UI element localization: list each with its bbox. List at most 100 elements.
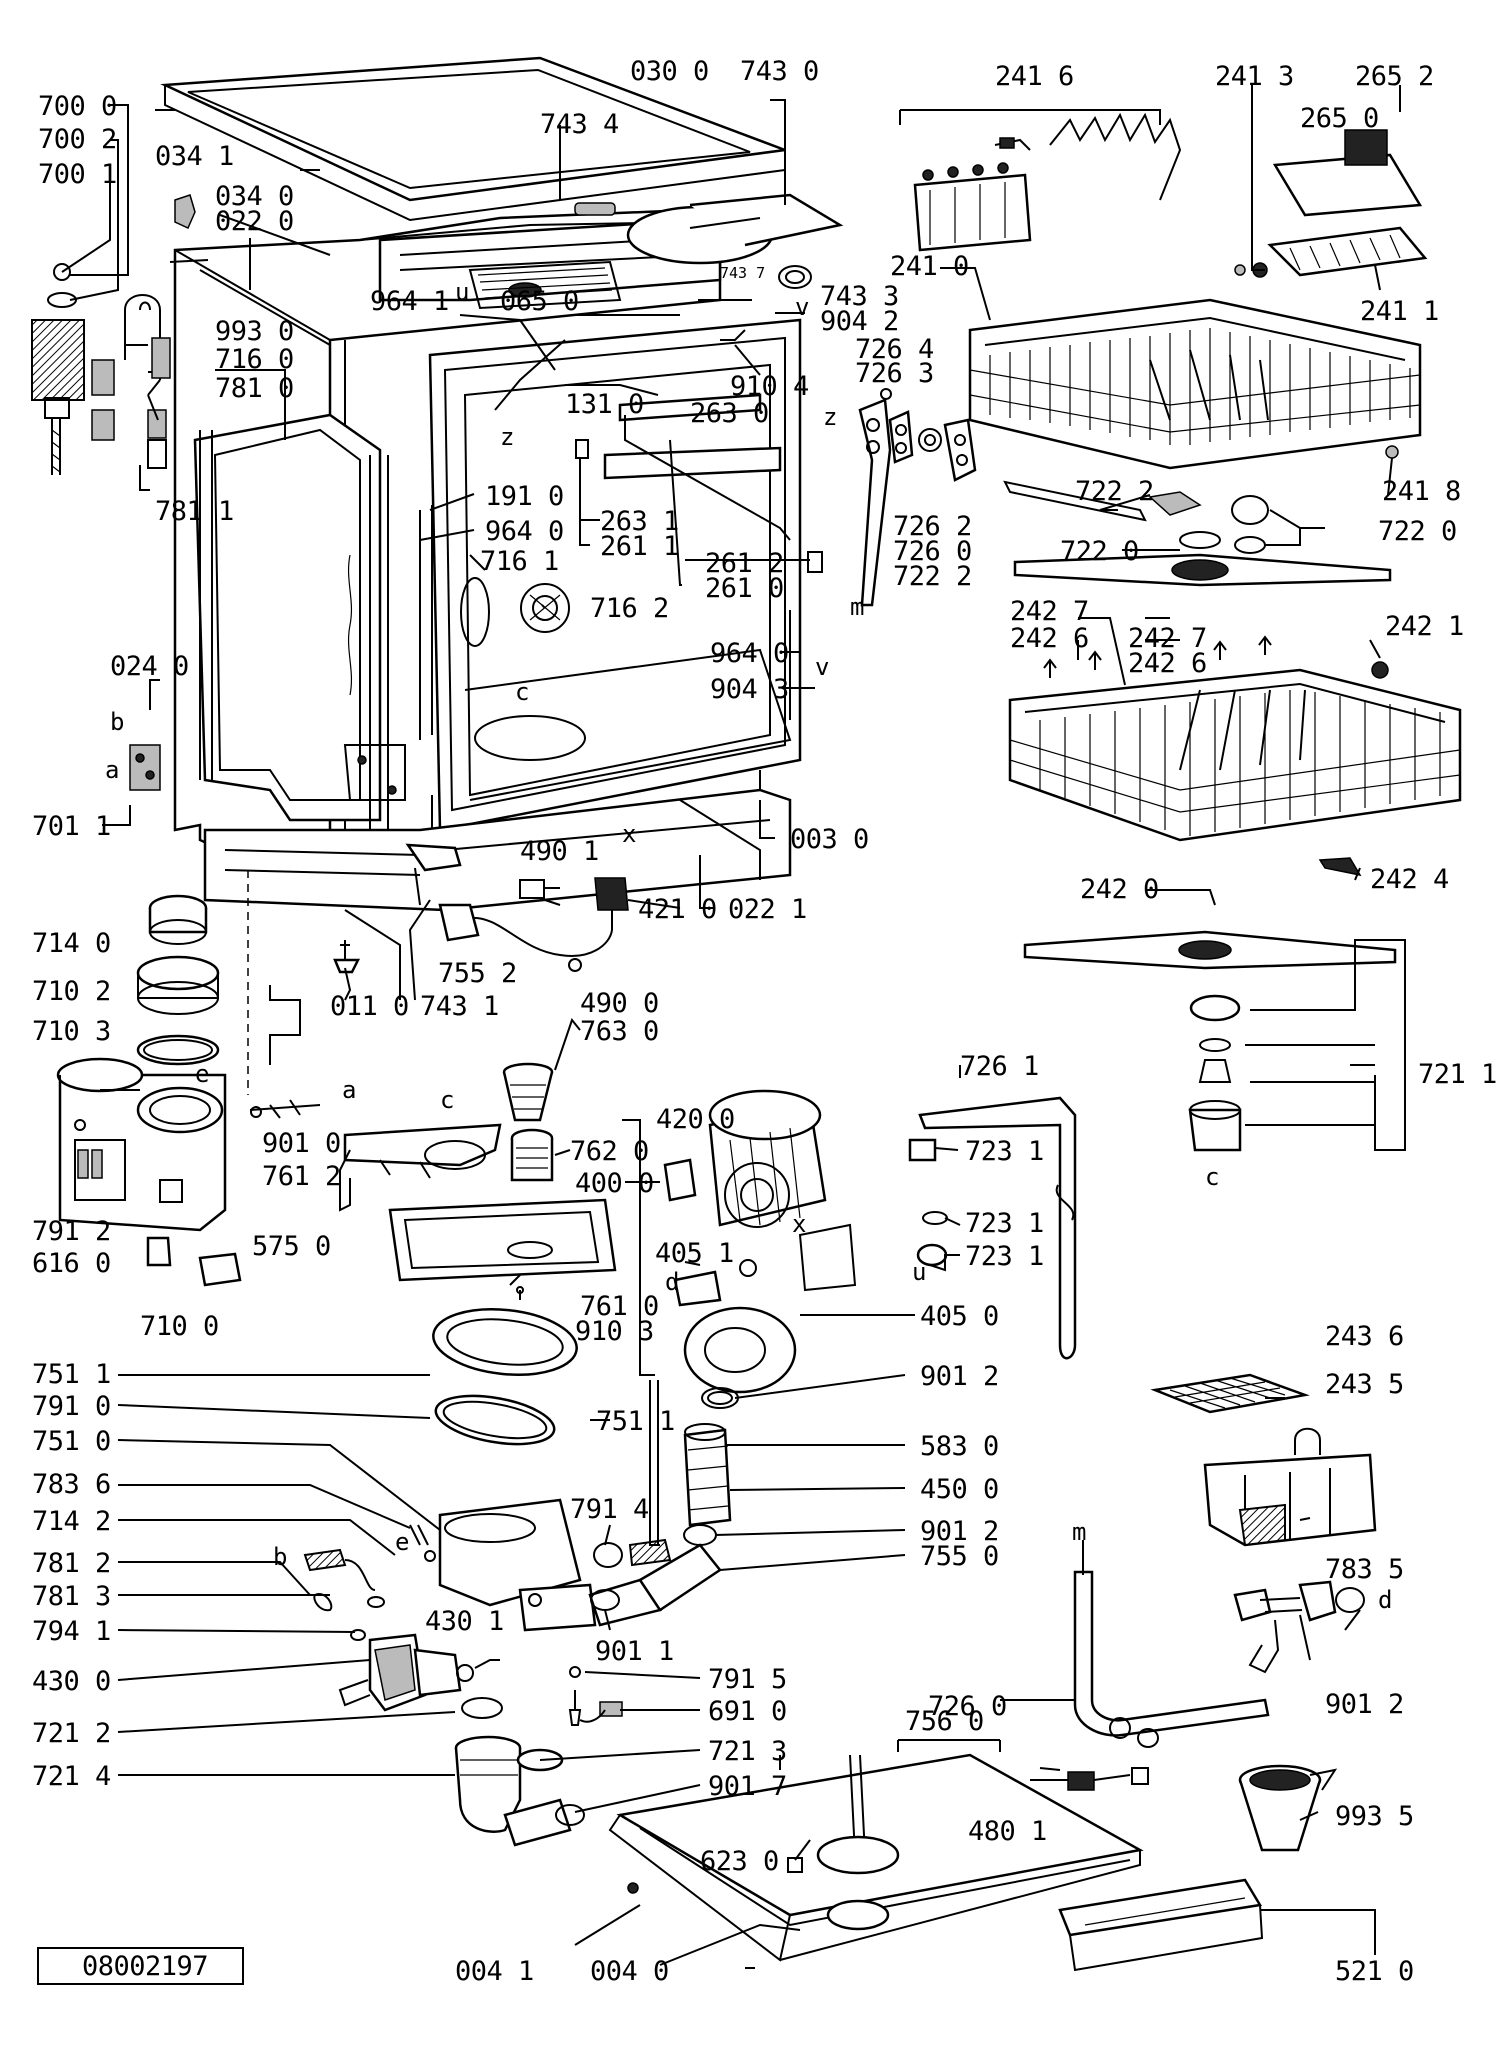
- callout-265-2: 265 2: [1355, 61, 1434, 92]
- marker-d: d: [665, 1268, 679, 1296]
- callout-691-0: 691 0: [708, 1696, 787, 1727]
- callout-901-2-c: 901 2: [1325, 1689, 1404, 1720]
- callout-243-6: 243 6: [1325, 1321, 1404, 1352]
- funnel-part: [1238, 1764, 1338, 1852]
- callout-243-5: 243 5: [1325, 1369, 1404, 1400]
- part-callout-labels: 030 0 743 0 743 4 034 1 034 0 022 0 700 …: [32, 56, 1497, 1987]
- hose-connector-part: [1233, 1580, 1365, 1674]
- callout-241-3: 241 3: [1215, 61, 1294, 92]
- callout-242-0: 242 0: [1080, 874, 1159, 905]
- callout-004-1: 004 1: [455, 1956, 534, 1987]
- callout-723-1-a: 723 1: [965, 1136, 1044, 1167]
- screw-part: [333, 940, 361, 974]
- callout-265-0: 265 0: [1300, 103, 1379, 134]
- callout-964-1: 964 1: [370, 286, 449, 317]
- marker-v: v: [815, 653, 829, 681]
- callout-710-3: 710 3: [32, 1016, 111, 1047]
- callout-261-1: 261 1: [600, 531, 679, 562]
- callout-022-0: 022 0: [215, 206, 294, 237]
- water-softener-part: [56, 894, 321, 1287]
- callout-003-0: 003 0: [790, 824, 869, 855]
- callout-242-7-left: 242 7: [1010, 596, 1089, 627]
- marker-x: x: [792, 1210, 806, 1238]
- marker-b: b: [110, 708, 124, 736]
- callout-904-3: 904 3: [710, 674, 789, 705]
- callout-743-7: 743 7: [720, 264, 765, 282]
- callout-405-0: 405 0: [920, 1301, 999, 1332]
- callout-781-3: 781 3: [32, 1581, 111, 1612]
- callout-583-0: 583 0: [920, 1431, 999, 1462]
- water-inlet-hose-part: [31, 263, 171, 475]
- callout-241-1: 241 1: [1360, 296, 1439, 327]
- callout-743-0: 743 0: [740, 56, 819, 87]
- callout-964-0-top: 964 0: [485, 516, 564, 547]
- callout-762-0: 762 0: [570, 1136, 649, 1167]
- callout-901-7: 901 7: [708, 1771, 787, 1802]
- lower-basket-part: [1008, 661, 1462, 877]
- callout-794-1: 794 1: [32, 1616, 111, 1647]
- callout-901-2-b: 901 2: [920, 1516, 999, 1547]
- callout-701-1: 701 1: [32, 811, 111, 842]
- callout-450-0: 450 0: [920, 1474, 999, 1505]
- callout-261-0: 261 0: [705, 573, 784, 604]
- callout-242-1: 242 1: [1385, 611, 1464, 642]
- callout-242-6-left: 242 6: [1010, 623, 1089, 654]
- marker-c: c: [515, 678, 529, 706]
- callout-904-2: 904 2: [820, 306, 899, 337]
- filter-plate-part: [343, 1123, 617, 1294]
- callout-721-2: 721 2: [32, 1718, 111, 1749]
- base-plate-part: [608, 1753, 1144, 1969]
- callout-716-1: 716 1: [480, 546, 559, 577]
- callout-710-0: 710 0: [140, 1311, 219, 1342]
- marker-m: m: [850, 593, 864, 621]
- callout-755-2: 755 2: [438, 958, 517, 989]
- pump-motor-part: [588, 1089, 857, 1627]
- callout-623-0: 623 0: [700, 1846, 779, 1877]
- callout-726-0-top: 726 0: [893, 536, 972, 567]
- callout-022-1: 022 1: [728, 894, 807, 925]
- callout-723-1-c: 723 1: [965, 1241, 1044, 1272]
- callout-993-5: 993 5: [1335, 1801, 1414, 1832]
- document-code: 08002197: [82, 1951, 208, 1982]
- callout-783-5: 783 5: [1325, 1554, 1404, 1585]
- callout-761-2: 761 2: [262, 1161, 341, 1192]
- callout-743-3: 743 3: [820, 281, 899, 312]
- callout-726-4: 726 4: [855, 334, 934, 365]
- callout-034-0: 034 0: [215, 181, 294, 212]
- callout-755-0: 755 0: [920, 1541, 999, 1572]
- marker-x: x: [622, 820, 636, 848]
- callout-700-1: 700 1: [38, 159, 117, 190]
- callout-480-1: 480 1: [968, 1816, 1047, 1847]
- callout-726-1: 726 1: [960, 1051, 1039, 1082]
- marker-c: c: [440, 1086, 454, 1114]
- callout-910-4: 910 4: [730, 371, 809, 402]
- control-strip-part: [1058, 1878, 1264, 1972]
- callout-400-0: 400 0: [575, 1168, 654, 1199]
- document-code-box: 08002197: [37, 1947, 244, 1985]
- bracket-part: [129, 744, 161, 791]
- callout-263-0: 263 0: [690, 398, 769, 429]
- callout-714-2: 714 2: [32, 1506, 111, 1537]
- marker-a: a: [105, 756, 119, 784]
- filter-part: [502, 1062, 554, 1182]
- marker-b: b: [273, 1543, 287, 1571]
- marker-z: z: [823, 403, 837, 431]
- marker-c: c: [1205, 1163, 1219, 1191]
- callout-781-0: 781 0: [215, 373, 294, 404]
- callout-716-2: 716 2: [590, 593, 669, 624]
- marker-e: e: [395, 1528, 409, 1556]
- callout-763-0: 763 0: [580, 1016, 659, 1047]
- marker-z: z: [500, 423, 514, 451]
- callout-716-0: 716 0: [215, 344, 294, 375]
- callout-004-0: 004 0: [590, 1956, 669, 1987]
- up-arrows: [1043, 635, 1272, 678]
- callout-722-0-right: 722 0: [1378, 516, 1457, 547]
- drain-assembly-part: [454, 1666, 623, 1847]
- callout-710-2: 710 2: [32, 976, 111, 1007]
- lower-spray-arm-part: [1023, 930, 1397, 1152]
- callout-242-4: 242 4: [1370, 864, 1449, 895]
- callout-700-2: 700 2: [38, 124, 117, 155]
- callout-241-6: 241 6: [995, 61, 1074, 92]
- pipe-part: [1073, 1540, 1270, 1748]
